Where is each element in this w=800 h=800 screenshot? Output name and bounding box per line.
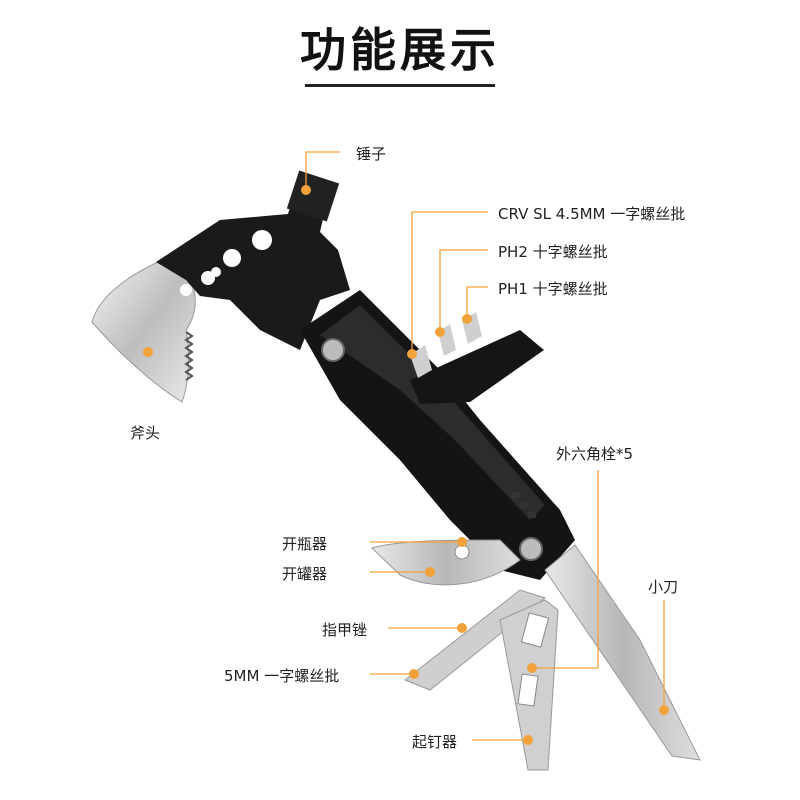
marker-dot	[425, 567, 435, 577]
label-can-opener: 开罐器	[282, 565, 328, 583]
axe-serrations	[184, 331, 194, 381]
title-underline	[305, 84, 495, 87]
grip-slot	[528, 512, 536, 518]
head-hole	[211, 267, 221, 277]
label-axe-head: 斧头	[130, 424, 161, 442]
marker-dot	[457, 537, 467, 547]
head-hole	[252, 230, 272, 250]
page-title: 功能展示	[300, 23, 500, 77]
axe-blade	[91, 261, 196, 403]
label-hex-bolt: 外六角栓*5	[556, 445, 634, 463]
head-hole	[223, 249, 241, 267]
marker-dot	[523, 735, 533, 745]
label-5mm-flat: 5MM 一字螺丝批	[224, 667, 340, 685]
marker-dot	[409, 669, 419, 679]
head-hole	[180, 284, 192, 296]
marker-dot	[407, 349, 417, 359]
leader-crv	[411, 211, 488, 354]
nail-puller-slot	[517, 673, 539, 707]
label-nail-file: 指甲锉	[322, 621, 368, 639]
leader-ph1	[466, 286, 488, 319]
label-ph1: PH1 十字螺丝批	[498, 280, 608, 298]
marker-dot	[457, 623, 467, 633]
nail-file-blade	[404, 589, 547, 691]
label-nail-puller: 起钉器	[412, 733, 458, 751]
handle-highlight	[320, 305, 545, 520]
marker-dot	[143, 347, 153, 357]
label-crv-sl: CRV SL 4.5MM 一字螺丝批	[498, 205, 686, 223]
grip-slot	[520, 502, 528, 508]
label-ph2: PH2 十字螺丝批	[498, 243, 608, 261]
marker-dot	[527, 663, 537, 673]
hammer-block	[286, 170, 340, 222]
bit-holder	[410, 330, 544, 404]
label-bottle-opener: 开瓶器	[282, 535, 328, 553]
marker-dot	[435, 327, 445, 337]
head-hole	[201, 271, 215, 285]
leader-ph2	[439, 249, 488, 332]
label-small-knife: 小刀	[648, 578, 679, 596]
label-hammer: 锤子	[356, 145, 387, 163]
nail-puller-slot	[520, 612, 550, 648]
axe-head-body	[156, 175, 350, 350]
leader-hammer	[305, 151, 340, 190]
marker-dot	[301, 185, 311, 195]
marker-dot	[659, 705, 669, 715]
rivet	[519, 537, 543, 561]
grip-slot	[512, 492, 520, 498]
rivet	[321, 338, 345, 362]
marker-dot	[462, 314, 472, 324]
